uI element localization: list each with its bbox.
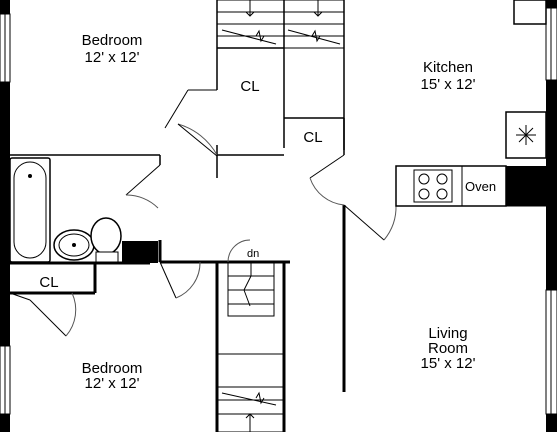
kitchen-name: Kitchen — [423, 59, 473, 76]
living-room-name2: Room — [428, 340, 468, 357]
exterior-wall-right — [546, 0, 557, 432]
kitchen-upper-cabinet — [513, 0, 547, 25]
snowflake-icon — [516, 125, 536, 145]
bedroom-bottom-name: Bedroom — [82, 360, 143, 377]
radiator-block — [122, 241, 158, 263]
toilet — [90, 217, 122, 255]
stairs-bottom — [216, 353, 285, 432]
stairs-down: dn — [227, 239, 275, 317]
bathroom-fixtures — [9, 157, 122, 263]
stairs-top — [216, 0, 345, 49]
oven-label: Oven — [465, 179, 496, 194]
exterior-wall-left — [0, 0, 10, 432]
kitchen-fixtures: Oven — [395, 111, 547, 207]
bedroom-top-name: Bedroom — [82, 32, 143, 49]
doors — [9, 89, 397, 337]
living-room-name: Living — [428, 325, 467, 342]
closet-label-1: CL — [240, 78, 259, 95]
bathtub-inner — [13, 161, 47, 259]
bedroom-top-size: 12' x 12' — [85, 49, 140, 66]
kitchen-size: 15' x 12' — [421, 76, 476, 93]
toilet-tank — [95, 251, 119, 263]
wall-block-kitchen — [506, 166, 546, 206]
living-room-size: 15' x 12' — [421, 355, 476, 372]
closet-label-3: CL — [39, 274, 58, 291]
room-labels: Bedroom 12' x 12' Kitchen 15' x 12' Livi… — [39, 32, 475, 392]
stairs-down-label: dn — [247, 248, 259, 260]
closet-label-2: CL — [303, 129, 322, 146]
bedroom-bottom-size: 12' x 12' — [85, 375, 140, 392]
